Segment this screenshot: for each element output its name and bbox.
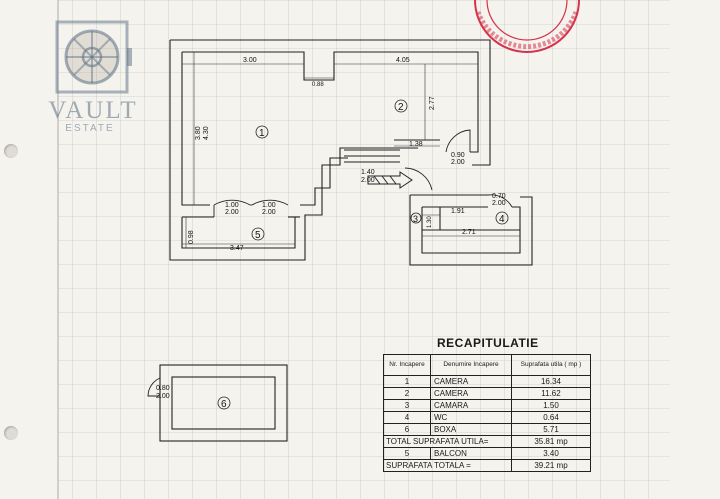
punch-hole-icon xyxy=(4,144,18,158)
cell-nr: 4 xyxy=(383,411,431,424)
punch-hole-icon xyxy=(4,426,18,440)
door-dim-label: 2.00 xyxy=(451,159,465,166)
total-util-label: TOTAL SUPRAFATA UTILA= xyxy=(383,435,512,448)
dim-label: 1.38 xyxy=(409,141,423,148)
official-seal-icon xyxy=(474,0,580,53)
room-number-1: 1 xyxy=(259,128,265,139)
door-dim-label: 1.00 xyxy=(262,202,276,209)
cell-nr: 2 xyxy=(383,387,431,400)
door-dim-label: 2.00 xyxy=(361,177,375,184)
balcony-doors xyxy=(213,199,289,217)
cell-area: 5.71 xyxy=(511,423,591,436)
room-number-6: 6 xyxy=(221,399,227,410)
dim-label: 0.98 xyxy=(188,230,195,244)
door-dim-label: 2.00 xyxy=(262,209,276,216)
cell-area: 1.50 xyxy=(511,399,591,412)
dim-label: 1.91 xyxy=(451,208,465,215)
wc-camara-walls xyxy=(409,194,533,266)
door-dim-label: 0.70 xyxy=(492,193,506,200)
total-row: SUPRAFATA TOTALA = 39.21 mp xyxy=(383,459,591,472)
door-dim-label: 2.00 xyxy=(156,393,170,400)
logo-subtitle: ESTATE xyxy=(65,123,115,134)
total-label: SUPRAFATA TOTALA = xyxy=(383,459,512,472)
cell-name: BOXA xyxy=(430,423,512,436)
door-dim-label: 0.80 xyxy=(156,385,170,392)
cell-nr: 3 xyxy=(383,399,431,412)
apartment-walls xyxy=(169,39,491,261)
recap-title: RECAPITULATIE xyxy=(437,336,539,350)
dim-label: 3.80 xyxy=(195,126,202,140)
logo-brand: VAULT xyxy=(48,97,138,124)
cell-area: 3.40 xyxy=(511,447,591,460)
cell-nr: 6 xyxy=(383,423,431,436)
room-number-4: 4 xyxy=(499,214,505,225)
door-dim-label: 1.00 xyxy=(225,202,239,209)
dim-label: 1.30 xyxy=(427,216,433,228)
room-number-5: 5 xyxy=(255,230,261,241)
dim-label: 3.00 xyxy=(243,57,257,64)
door-dim-label: 2.00 xyxy=(225,209,239,216)
dim-label: 4.30 xyxy=(203,126,210,140)
entrance-door xyxy=(367,129,471,191)
door-dim-label: 2.00 xyxy=(492,200,506,207)
cell-nr: 1 xyxy=(383,375,431,388)
table-row: 3 CAMARA 1.50 xyxy=(383,399,591,412)
table-row: 2 CAMERA 11.62 xyxy=(383,387,591,400)
total-util-value: 35.81 mp xyxy=(511,435,591,448)
dim-label: 4.05 xyxy=(396,57,410,64)
table-row: 6 BOXA 5.71 xyxy=(383,423,591,436)
table-row: 1 CAMERA 16.34 xyxy=(383,375,591,388)
cell-name: CAMARA xyxy=(430,399,512,412)
cell-name: CAMERA xyxy=(430,375,512,388)
vault-door-icon xyxy=(55,20,132,94)
cell-area: 16.34 xyxy=(511,375,591,388)
cell-name: WC xyxy=(430,411,512,424)
table-row: 4 WC 0.64 xyxy=(383,411,591,424)
dimension-lines xyxy=(182,52,520,248)
dim-label: 0.88 xyxy=(312,82,324,88)
header-area: Suprafata utila ( mp ) xyxy=(511,354,591,376)
balcon-row: 5 BALCON 3.40 xyxy=(383,447,591,460)
total-value: 39.21 mp xyxy=(511,459,591,472)
door-dim-label: 0.90 xyxy=(451,152,465,159)
dim-label: 3.47 xyxy=(230,245,244,252)
header-name: Denumire Incapere xyxy=(430,354,512,376)
cell-area: 11.62 xyxy=(511,387,591,400)
total-util-row: TOTAL SUPRAFATA UTILA= 35.81 mp xyxy=(383,435,591,448)
cell-name: BALCON xyxy=(430,447,512,460)
cell-area: 0.64 xyxy=(511,411,591,424)
door-dim-label: 1.40 xyxy=(361,169,375,176)
dim-label: 2.71 xyxy=(462,229,476,236)
room-number-3: 3 xyxy=(413,214,418,224)
cell-nr: 5 xyxy=(383,447,431,460)
cell-name: CAMERA xyxy=(430,387,512,400)
room-markers: 1 2 3 4 5 6 xyxy=(217,99,509,410)
header-nr: Nr. Incapere xyxy=(383,354,431,376)
room-number-2: 2 xyxy=(398,102,404,113)
table-header-row: Nr. Incapere Denumire Incapere Suprafata… xyxy=(383,354,591,376)
dim-label: 2.77 xyxy=(429,96,436,110)
boxa-walls xyxy=(147,364,288,442)
recap-table: Nr. Incapere Denumire Incapere Suprafata… xyxy=(383,354,591,472)
